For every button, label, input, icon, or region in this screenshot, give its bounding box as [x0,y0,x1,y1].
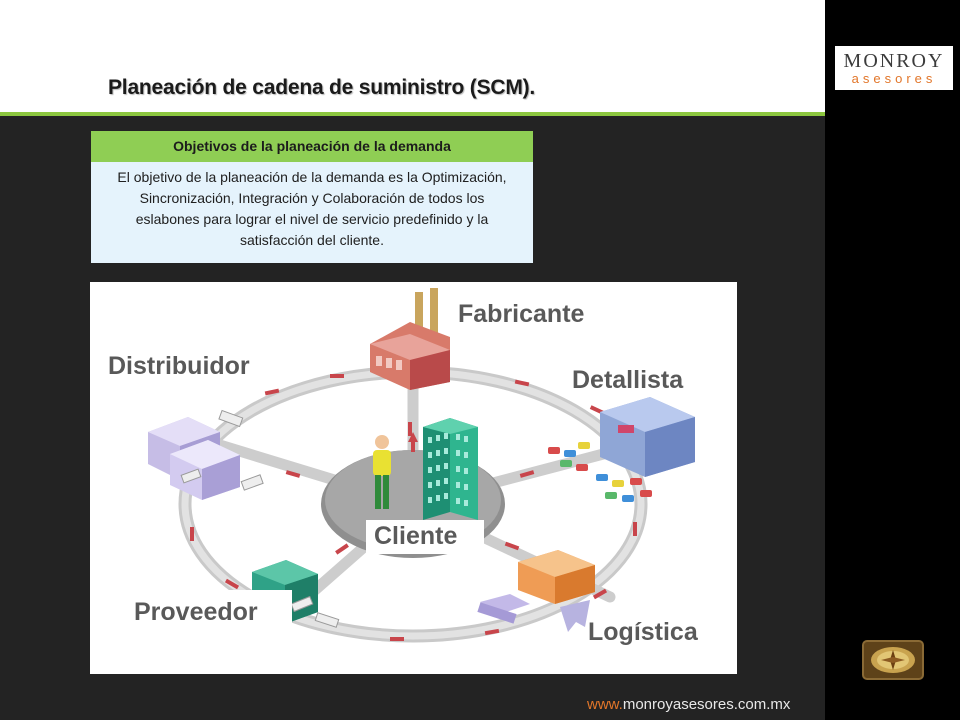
node-label-proveedor: Proveedor [134,598,258,626]
node-label-fabricante: Fabricante [458,300,585,328]
node-label-logistica: Logística [588,618,698,646]
footer-url-prefix: www. [587,696,623,713]
right-sidebar-band [825,0,960,720]
header-area [0,0,825,112]
node-label-cliente: Cliente [374,522,458,550]
objectives-heading: Objetivos de la planeación de la demanda [91,131,533,162]
header-divider [0,112,960,116]
node-label-detallista: Detallista [572,366,684,394]
cliente-label-plate [366,520,484,554]
proveedor-label-plate [130,590,292,636]
footer-website-url[interactable]: www.monroyasesores.com.mx [587,696,790,713]
company-logo: MONROY asesores [835,46,953,90]
supply-chain-graphic [130,288,695,643]
objectives-body: El objetivo de la planeación de la deman… [117,169,507,248]
supply-chain-diagram: Fabricante Detallista Logística Proveedo… [90,282,737,674]
objectives-panel: Objetivos de la planeación de la demanda… [91,131,533,263]
logo-text-sub: asesores [851,70,937,86]
footer-url-domain: monroyasesores.com.mx [622,696,791,713]
page-title: Planeación de cadena de suministro (SCM)… [108,76,536,99]
node-label-distribuidor: Distribuidor [108,352,250,380]
compass-icon [862,640,924,680]
logo-text-main: MONROY [843,49,945,72]
